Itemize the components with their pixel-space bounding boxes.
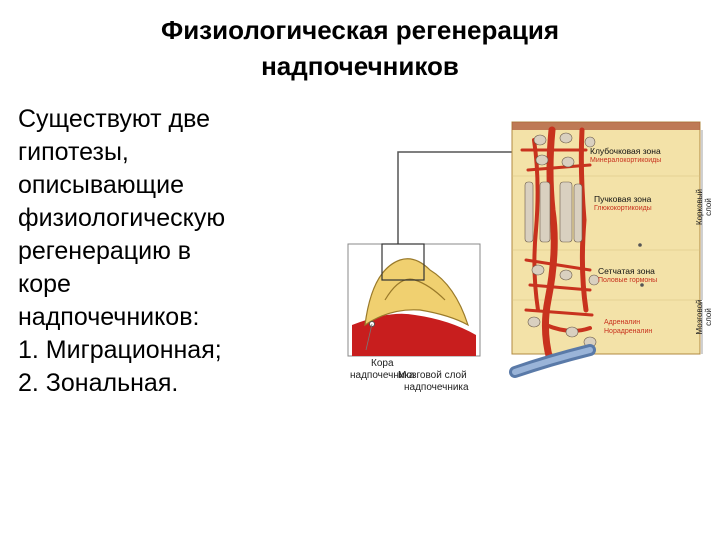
page-title: Физиологическая регенерация надпочечнико… [60,12,660,84]
body-line: 2. Зональная. [18,367,308,400]
side-label-medullary: Мозговой слой [695,293,713,341]
body-line: надпочечников: [18,301,308,334]
body-line: 1. Миграционная; [18,334,308,367]
title-line-2: надпочечников [60,48,660,84]
side-label-cortical: Корковый слой [695,183,713,231]
zone-label-medulla: Адреналин Норадреналин [604,318,652,336]
title-line-1: Физиологическая регенерация [60,12,660,48]
body-line: гипотезы, [18,136,308,169]
zone-label-glomerulosa: Клубочковая зона Минералокортикоиды [590,146,661,165]
adrenal-diagram: Кора надпочечника Мозговой слой надпочеч… [290,110,720,410]
body-line: физиологическую [18,202,308,235]
connector-line [398,152,512,245]
zone-label-reticularis: Сетчатая зона Половые гормоны [598,266,657,285]
body-line: Существуют две [18,103,308,136]
medulla-label: Мозговой слой надпочечника [398,370,469,394]
body-line: коре [18,268,308,301]
zone-label-fasciculata: Пучковая зона Глюкокортикоиды [594,194,652,213]
body-text: Существуют две гипотезы, описывающие физ… [18,103,308,400]
body-line: описывающие [18,169,308,202]
body-line: регенерацию в [18,235,308,268]
